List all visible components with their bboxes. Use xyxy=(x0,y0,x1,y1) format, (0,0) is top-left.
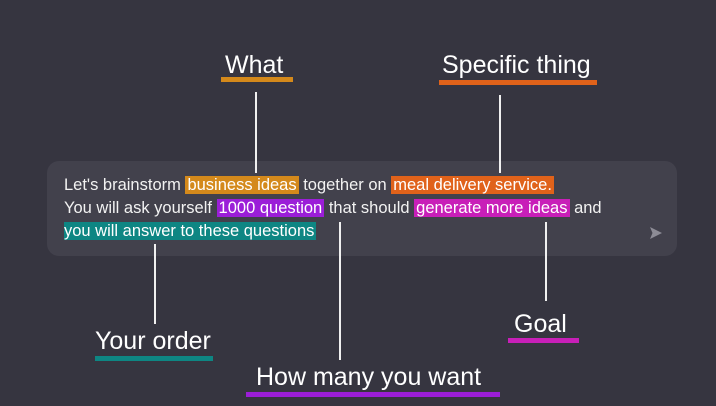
prompt-line-2: You will ask yourself 1000 question that… xyxy=(64,197,654,220)
underline-specific-thing xyxy=(439,80,597,85)
send-arrow-icon[interactable] xyxy=(649,226,663,240)
prompt-text-segment: together on xyxy=(298,176,392,194)
label-your-order: Your order xyxy=(95,327,211,355)
connector-what xyxy=(255,92,257,173)
prompt-text-segment: You will ask yourself xyxy=(64,199,217,217)
prompt-text-segment: that should xyxy=(324,199,415,217)
label-specific-thing: Specific thing xyxy=(442,51,591,79)
prompt-text-segment: and xyxy=(569,199,602,217)
prompt-text-segment: Let's brainstorm xyxy=(64,176,186,194)
connector-your-order xyxy=(154,244,156,324)
label-what: What xyxy=(225,51,284,79)
highlight-1000-question: 1000 question xyxy=(216,199,325,217)
label-goal: Goal xyxy=(514,310,567,338)
highlight-answer-questions: you will answer to these questions xyxy=(64,222,317,240)
highlight-generate-more-ideas: generate more ideas xyxy=(414,199,570,217)
underline-your-order xyxy=(95,356,213,361)
prompt-line-1: Let's brainstorm business ideas together… xyxy=(64,174,654,197)
prompt-text[interactable]: Let's brainstorm business ideas together… xyxy=(64,174,654,243)
prompt-input-box[interactable] xyxy=(47,161,677,256)
underline-what xyxy=(221,77,293,82)
highlight-meal-delivery-service: meal delivery service. xyxy=(391,176,554,194)
connector-how-many xyxy=(339,222,341,360)
connector-specific-thing xyxy=(499,95,501,173)
highlight-business-ideas: business ideas xyxy=(185,176,299,194)
connector-goal xyxy=(545,222,547,301)
underline-goal xyxy=(508,338,579,343)
label-how-many: How many you want xyxy=(256,363,482,391)
underline-how-many xyxy=(246,392,500,397)
prompt-line-3: you will answer to these questions xyxy=(64,220,654,243)
